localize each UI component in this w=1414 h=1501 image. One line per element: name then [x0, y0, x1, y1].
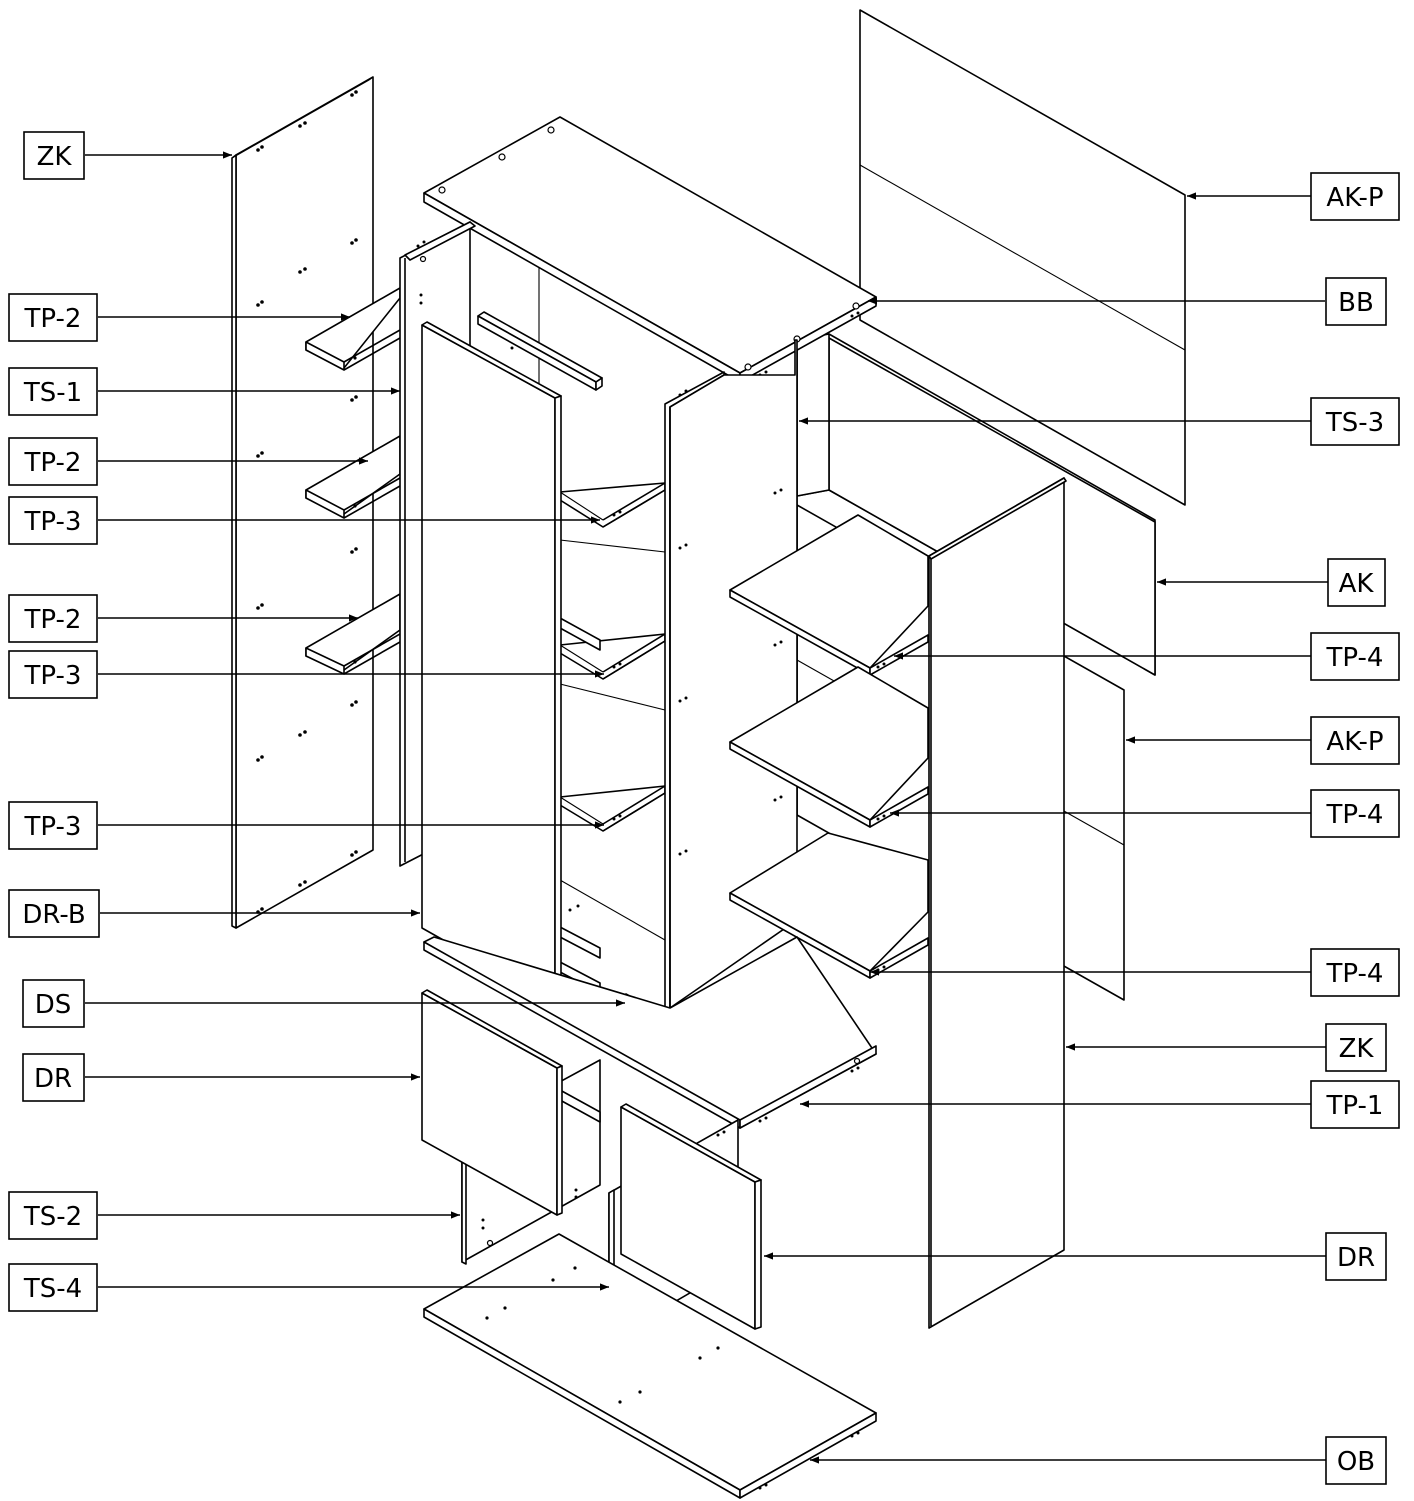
label-zk-right-text: ZK [1339, 1034, 1375, 1064]
label-tp-1: TP-1 [1310, 1080, 1400, 1129]
label-tp-3-b-text: TP-3 [24, 661, 82, 691]
label-tp-2-a-text: TP-2 [24, 304, 82, 334]
shelf-tp-4-low [729, 832, 929, 979]
label-zk-right: ZK [1325, 1023, 1387, 1072]
base-board-ob [423, 1233, 877, 1499]
label-ak-p-top: AK-P [1310, 172, 1400, 221]
label-tp-4-b: TP-4 [1310, 789, 1400, 838]
label-ts-3-text: TS-3 [1325, 408, 1384, 438]
label-zk-left: ZK [23, 131, 85, 180]
label-tp-4-a-text: TP-4 [1326, 643, 1384, 673]
right-side-panel-zk [928, 477, 1067, 1329]
label-ts-4-text: TS-4 [23, 1274, 82, 1304]
label-dr-left: DR [22, 1053, 85, 1102]
shelf-tp-2-low [305, 593, 401, 675]
label-tp-3-c-text: TP-3 [24, 812, 82, 842]
label-bb-text: BB [1338, 288, 1374, 318]
label-tp-2-c-text: TP-2 [24, 605, 82, 635]
label-ak-p-mid: AK-P [1310, 716, 1400, 765]
label-ts-4: TS-4 [8, 1263, 98, 1312]
rail-low-a [559, 926, 601, 959]
label-ak-p-mid-text: AK-P [1326, 727, 1383, 757]
label-dr-right-text: DR [1337, 1243, 1375, 1273]
label-ds-text: DS [35, 990, 72, 1020]
shelf-tp-3-mid [559, 633, 666, 711]
shelf-tp-2-mid [305, 435, 401, 519]
door-dr-b [421, 321, 562, 1004]
shelf-tp-3-top [559, 482, 666, 553]
lower-door-dr-right [620, 1103, 762, 1330]
label-tp-2-b-text: TP-2 [24, 448, 82, 478]
label-tp-2-c: TP-2 [8, 594, 98, 643]
label-tp-4-a: TP-4 [1310, 632, 1400, 681]
bottom-shelf-tp-1 [423, 904, 877, 1129]
label-bb: BB [1325, 277, 1387, 326]
rail-top [477, 311, 603, 391]
left-side-panel-zk [231, 76, 374, 929]
label-tp-2-b: TP-2 [8, 437, 98, 486]
label-ts-2-text: TS-2 [23, 1202, 82, 1232]
shelf-tp-4-top [729, 514, 929, 676]
label-ak: AK [1327, 558, 1386, 607]
label-ak-p-top-text: AK-P [1326, 183, 1383, 213]
lower-door-dr-left [421, 989, 563, 1216]
label-tp-3-a-text: TP-3 [24, 507, 82, 537]
label-dr-b-text: DR-B [22, 900, 85, 930]
label-ts-2: TS-2 [8, 1191, 98, 1240]
label-tp-4-c-text: TP-4 [1326, 959, 1384, 989]
label-ob-text: OB [1337, 1447, 1375, 1477]
label-tp-4-c: TP-4 [1310, 948, 1400, 997]
label-tp-4-b-text: TP-4 [1326, 800, 1384, 830]
label-ts-1-text: TS-1 [23, 378, 82, 408]
label-tp-2-a: TP-2 [8, 293, 98, 342]
shelf-tp-2-top [305, 287, 401, 371]
back-panel-ak-p-top [859, 9, 1186, 506]
label-tp-3-a: TP-3 [8, 496, 98, 545]
label-dr-left-text: DR [34, 1064, 72, 1094]
label-ts-3: TS-3 [1310, 397, 1400, 446]
label-ob: OB [1325, 1436, 1387, 1485]
label-dr-b: DR-B [8, 889, 100, 938]
label-zk-left-text: ZK [37, 142, 73, 172]
label-tp-3-b: TP-3 [8, 650, 98, 699]
label-ts-1: TS-1 [8, 367, 98, 416]
shelf-tp-4-mid [729, 666, 929, 828]
top-board-bb [423, 116, 877, 383]
label-tp-3-c: TP-3 [8, 801, 98, 850]
label-dr-right: DR [1325, 1232, 1387, 1281]
shelf-tp-3-low [559, 785, 666, 941]
leader-lines [85, 151, 1328, 1464]
label-tp-1-text: TP-1 [1326, 1091, 1384, 1121]
label-ak-text: AK [1339, 569, 1375, 599]
label-ds: DS [22, 979, 85, 1028]
